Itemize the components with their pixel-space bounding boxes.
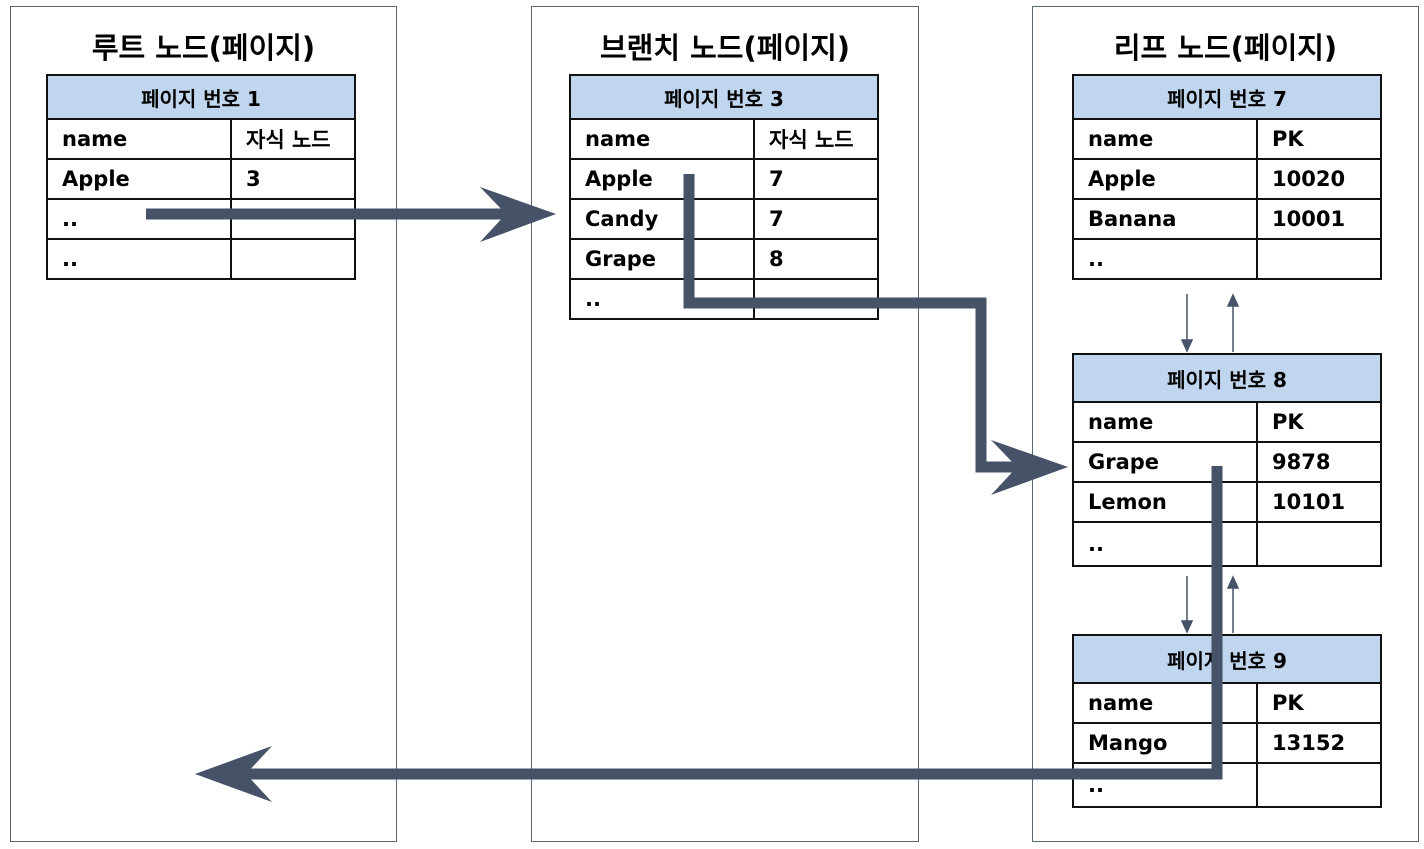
page-9-row-2-value [1256,762,1382,808]
page-3-col-name: name [569,118,755,160]
page-8-row-2-value: 10101 [1256,481,1382,523]
page-1-row-1-value: 3 [230,158,356,200]
page-8-row-3-value [1256,521,1382,567]
page-7-row-1-value: 10020 [1256,158,1382,200]
page-1-row-2-value [230,198,356,240]
page-8-row-1-value: 9878 [1256,441,1382,483]
page-7-row-1-name: Apple [1072,158,1258,200]
page-3-header: 페이지 번호 3 [569,74,879,120]
page-3-col-child: 자식 노드 [753,118,879,160]
root-node-title: 루트 노드(페이지) [91,31,316,65]
page-9-row-1-value: 13152 [1256,722,1382,764]
page-1-col-name: name [46,118,232,160]
page-3-row-1-value: 7 [753,158,879,200]
page-7-header: 페이지 번호 7 [1072,74,1382,120]
page-8-row-3-name: .. [1072,521,1258,567]
page-8-row-2-name: Lemon [1072,481,1258,523]
page-7-col-pk: PK [1256,118,1382,160]
page-1-row-3-value [230,238,356,280]
page-7-col-name: name [1072,118,1258,160]
page-3-row-3-value: 8 [753,238,879,280]
page-9-row-2-name: .. [1072,762,1258,808]
page-8-col-name: name [1072,401,1258,443]
page-1-row-3-name: .. [46,238,232,280]
page-3-row-4-value [753,278,879,320]
page-3-row-2-value: 7 [753,198,879,240]
page-1-header: 페이지 번호 1 [46,74,356,120]
page-7-row-2-value: 10001 [1256,198,1382,240]
page-1-col-child: 자식 노드 [230,118,356,160]
page-7-row-3-name: .. [1072,238,1258,280]
page-7-row-3-value [1256,238,1382,280]
page-9-col-pk: PK [1256,682,1382,724]
page-8-header: 페이지 번호 8 [1072,353,1382,403]
page-8-row-1-name: Grape [1072,441,1258,483]
page-8-col-pk: PK [1256,401,1382,443]
page-9-col-name: name [1072,682,1258,724]
page-1-row-1-name: Apple [46,158,232,200]
page-3-row-4-name: .. [569,278,755,320]
page-9-row-1-name: Mango [1072,722,1258,764]
page-1-row-2-name: .. [46,198,232,240]
page-3-row-3-name: Grape [569,238,755,280]
branch-node-title: 브랜치 노드(페이지) [599,31,851,65]
page-3-row-1-name: Apple [569,158,755,200]
page-7-row-2-name: Banana [1072,198,1258,240]
page-9-header: 페이지 번호 9 [1072,634,1382,684]
leaf-node-title: 리프 노드(페이지) [1113,31,1338,65]
page-3-row-2-name: Candy [569,198,755,240]
